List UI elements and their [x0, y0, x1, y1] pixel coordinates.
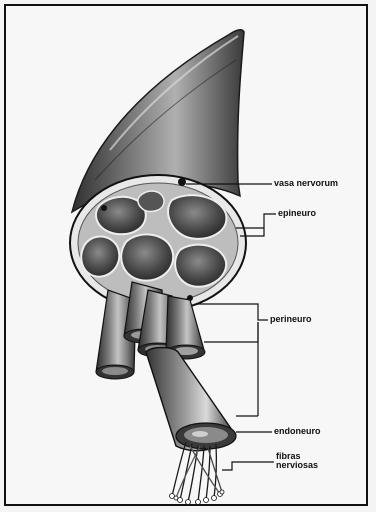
leader-perineuro: [196, 304, 268, 320]
label-vasa-nervorum: vasa nervorum: [274, 179, 338, 188]
label-endoneuro: endoneuro: [274, 427, 321, 436]
vessel-dot: [178, 178, 186, 186]
label-epineuro: epineuro: [278, 209, 316, 218]
vessel-dot: [101, 205, 107, 211]
label-nerviosas: nerviosas: [276, 461, 318, 470]
label-perineuro: perineuro: [270, 315, 312, 324]
endoneurium-cone: [146, 348, 236, 451]
nerve-fibers: [172, 442, 222, 502]
leader-fibras: [222, 462, 274, 470]
